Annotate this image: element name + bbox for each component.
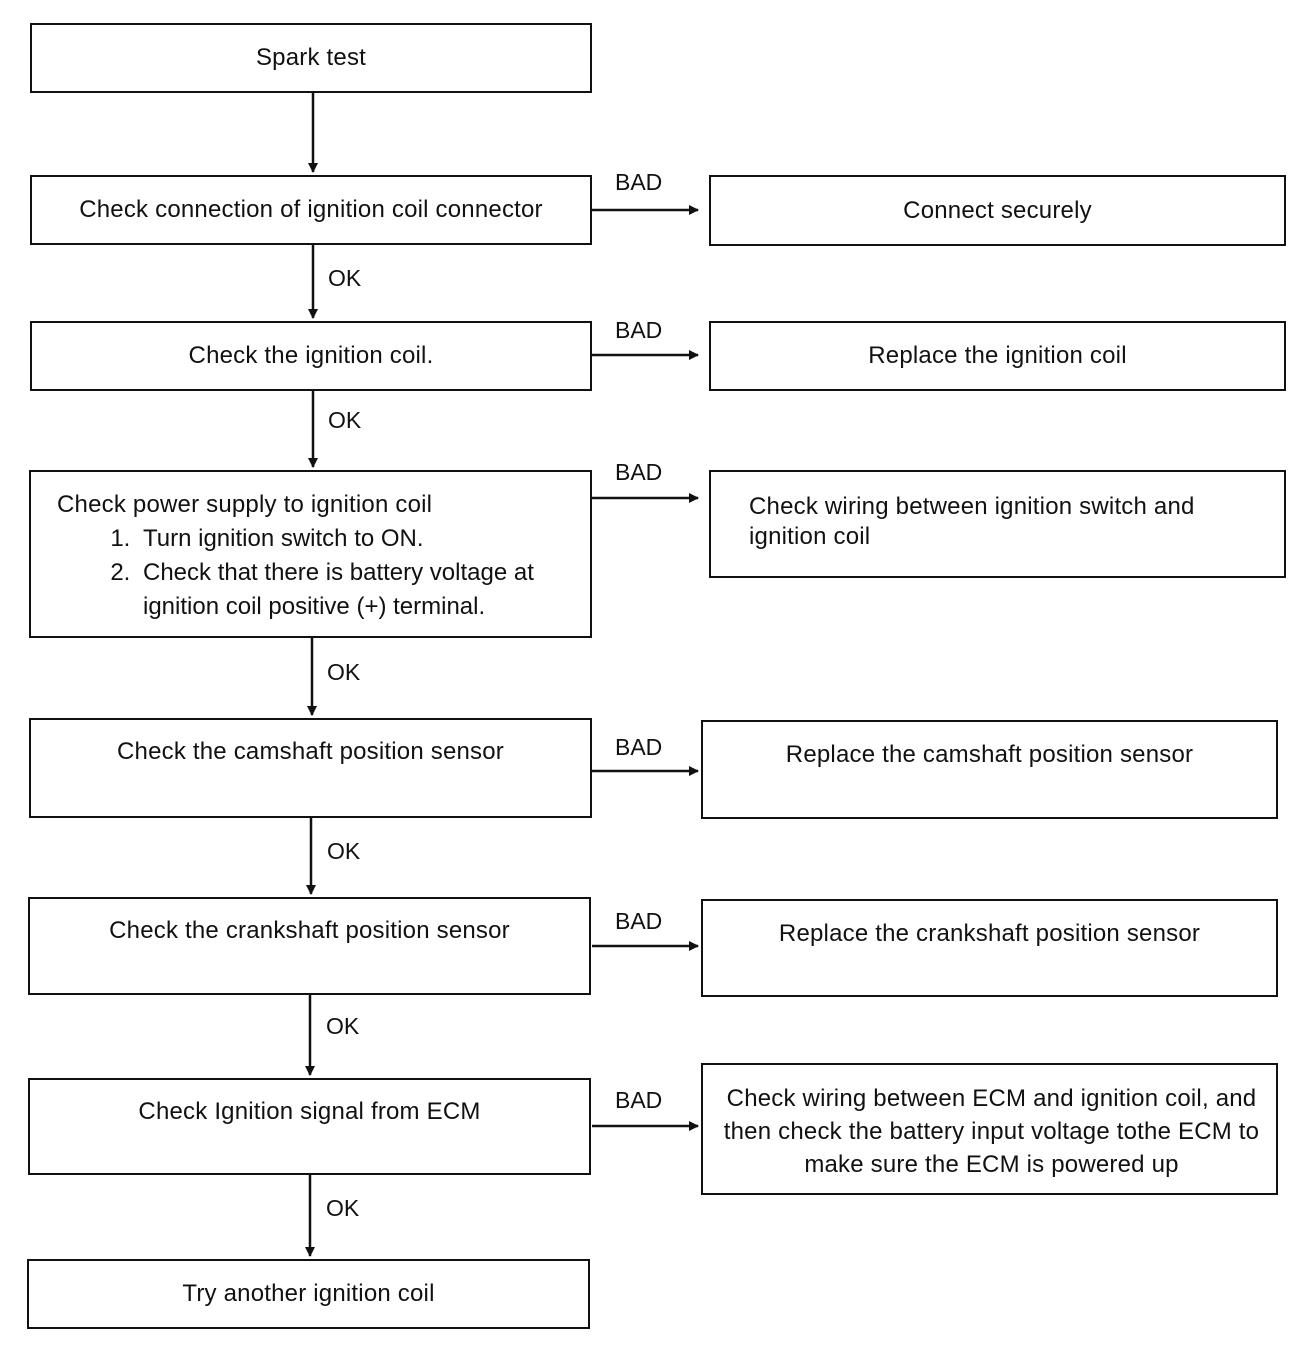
step-power-supply-box: Check power supply to ignition coil Turn… (29, 470, 592, 638)
bad-label-1: BAD (615, 169, 663, 195)
step-connection-check-label: Check connection of ignition coil connec… (79, 196, 543, 223)
start-label: Spark test (255, 44, 367, 71)
ok-label-5: OK (326, 1013, 360, 1039)
action-replace-coil-box: Replace the ignition coil (709, 321, 1286, 391)
ok-label-4: OK (327, 838, 361, 864)
ok-label-6: OK (326, 1195, 360, 1221)
step-power-supply-label: Check power supply to ignition coil (57, 491, 433, 518)
step-crankshaft-label: Check the crankshaft position sensor (109, 917, 510, 944)
action-check-wiring-ecm-box: Check wiring between ECM and ignition co… (701, 1063, 1278, 1195)
substep-2: Check that there is battery voltage at i… (137, 556, 580, 624)
action-check-wiring-switch-label: Check wiring between ignition switch and… (749, 493, 1195, 550)
step-ecm-signal-box: Check Ignition signal from ECM (28, 1078, 591, 1175)
bad-label-6: BAD (615, 1087, 663, 1113)
bad-label-4: BAD (615, 734, 663, 760)
action-replace-crankshaft-label: Replace the crankshaft position sensor (778, 920, 1201, 947)
action-replace-camshaft-label: Replace the camshaft position sensor (785, 741, 1194, 768)
step-ignition-coil-box: Check the ignition coil. (30, 321, 592, 391)
action-connect-securely-box: Connect securely (709, 175, 1286, 246)
ok-label-3: OK (327, 659, 361, 685)
action-check-wiring-ecm-label: Check wiring between ECM and ignition co… (723, 1085, 1260, 1178)
power-supply-substeps: Turn ignition switch to ON. Check that t… (57, 522, 580, 624)
action-replace-coil-label: Replace the ignition coil (868, 342, 1127, 369)
step-camshaft-label: Check the camshaft position sensor (117, 738, 504, 765)
action-check-wiring-switch-box: Check wiring between ignition switch and… (709, 470, 1286, 578)
bad-label-5: BAD (615, 908, 663, 934)
action-connect-securely-label: Connect securely (903, 196, 1092, 224)
action-replace-crankshaft-box: Replace the crankshaft position sensor (701, 899, 1278, 997)
bad-label-2: BAD (615, 317, 663, 343)
step-connection-check-box: Check connection of ignition coil connec… (30, 175, 592, 245)
start-box: Spark test (30, 23, 592, 93)
final-label: Try another ignition coil (182, 1280, 435, 1307)
ok-label-2: OK (328, 407, 362, 433)
step-crankshaft-box: Check the crankshaft position sensor (28, 897, 591, 995)
action-replace-camshaft-box: Replace the camshaft position sensor (701, 720, 1278, 819)
ok-label-1: OK (328, 265, 362, 291)
substep-1: Turn ignition switch to ON. (137, 522, 580, 556)
step-ecm-signal-label: Check Ignition signal from ECM (138, 1098, 481, 1125)
step-ignition-coil-label: Check the ignition coil. (188, 342, 434, 369)
final-box: Try another ignition coil (27, 1259, 590, 1329)
bad-label-3: BAD (615, 459, 663, 485)
step-camshaft-box: Check the camshaft position sensor (29, 718, 592, 818)
